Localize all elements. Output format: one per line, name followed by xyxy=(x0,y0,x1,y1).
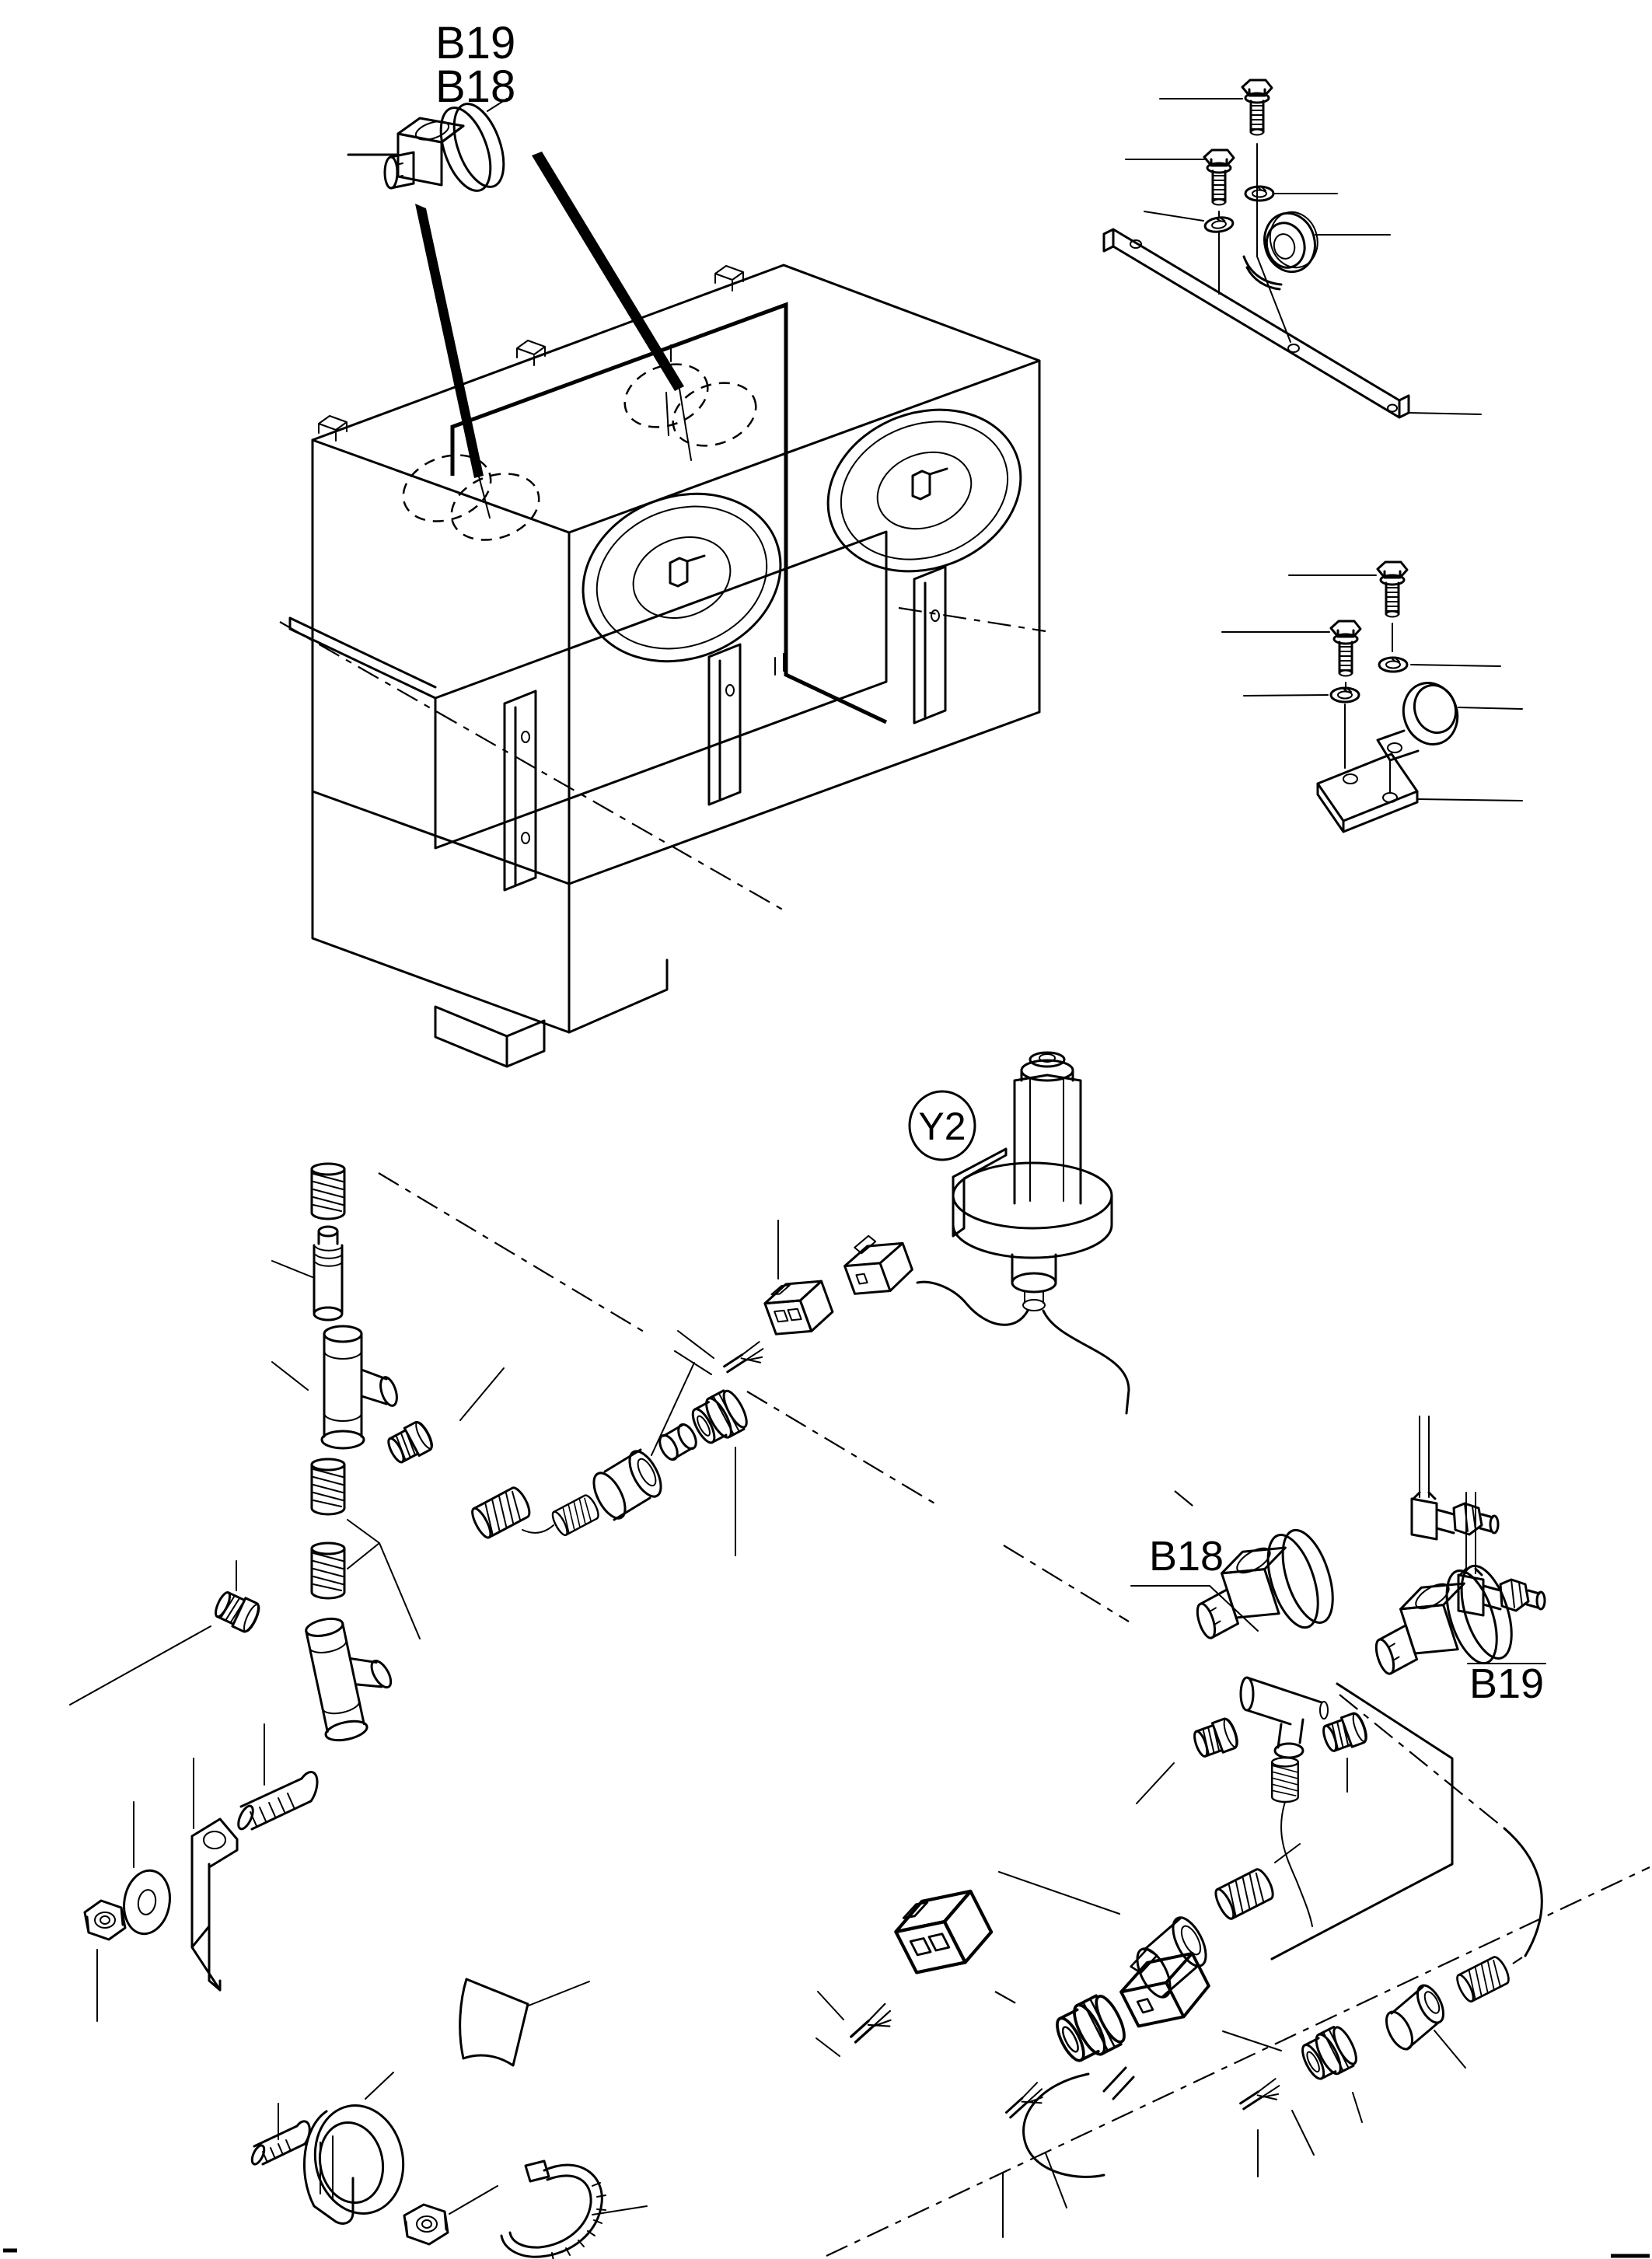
cable-gland xyxy=(1295,2021,1363,2086)
coil-spring xyxy=(1211,1866,1278,1922)
sleeve-fitting xyxy=(1385,1984,1466,2069)
threaded-plug xyxy=(1318,1709,1371,1756)
grommet-with-holder xyxy=(303,2072,405,2225)
arrow-right xyxy=(532,152,684,391)
label-right-b19: B19 xyxy=(1469,1660,1544,1707)
tank-front-face xyxy=(568,359,1041,885)
tee-nut-adapter xyxy=(1457,1491,1546,1617)
p-clamp-assembly xyxy=(1221,560,1523,833)
bracket-hardware-set xyxy=(83,1723,319,2022)
tank-base xyxy=(279,530,1046,1068)
threaded-plug xyxy=(1189,1715,1242,1761)
cable-gland xyxy=(1049,1989,1132,2069)
threaded-plug xyxy=(211,1587,264,1636)
lock-washer xyxy=(1378,656,1409,673)
harness-routing-outline xyxy=(1270,1682,1543,1964)
tank-hidden-ports xyxy=(402,363,757,541)
clamp-plate xyxy=(1316,752,1419,833)
p-clamp xyxy=(1376,682,1523,762)
hex-bolt xyxy=(1241,79,1273,136)
tee-fitting-horizontal xyxy=(1239,1676,1329,1759)
sleeve-fitting xyxy=(592,1362,695,1521)
tank-lug xyxy=(516,340,546,366)
lock-washer xyxy=(1329,686,1360,704)
flat-washer xyxy=(123,1801,171,1936)
grommet-clamp-band xyxy=(1242,255,1283,291)
tee-fitting xyxy=(320,1325,401,1450)
wire-terminals xyxy=(1235,2077,1284,2111)
y2-solenoid-valve xyxy=(916,1051,1130,1415)
hex-nut xyxy=(83,1899,127,2022)
coil-spring xyxy=(549,1492,602,1538)
coil-spring xyxy=(310,1162,346,1220)
filter-cover-right xyxy=(826,408,1022,573)
small-fitting xyxy=(658,1423,697,1461)
baffle-panel xyxy=(450,302,888,724)
decal-sheet xyxy=(459,1978,590,2067)
hose-curve xyxy=(1280,1801,1313,1927)
page-corner-marks xyxy=(3,2248,1650,2258)
label-top-b19: B19 xyxy=(435,18,515,68)
mounting-bar xyxy=(1102,228,1410,419)
hex-nut xyxy=(403,2185,498,2246)
hex-bolt xyxy=(1376,560,1409,618)
z-bracket xyxy=(190,1758,239,1992)
small-screw xyxy=(250,2103,311,2166)
coil-spring xyxy=(310,1541,346,1600)
tee-fitting xyxy=(301,1606,406,1745)
tank-left-face xyxy=(311,438,571,885)
coil-spring xyxy=(1453,1953,1514,2005)
valve-flange xyxy=(952,1161,1113,1259)
mounting-bar-assembly xyxy=(1102,79,1482,419)
tank-legs xyxy=(503,565,947,892)
lock-washer xyxy=(1244,185,1275,202)
label-top-b18: B18 xyxy=(435,61,515,112)
valve-connector-pair xyxy=(674,1220,918,1375)
threaded-adapter xyxy=(383,1418,437,1468)
label-mid-b18: B18 xyxy=(1149,1533,1224,1580)
grommet-clamp-set xyxy=(250,2072,498,2246)
wire-loop xyxy=(1022,2072,1105,2178)
pressure-sensor-top-icon xyxy=(347,98,508,192)
sensor-b18-group xyxy=(1130,1415,1500,1660)
cable-tie xyxy=(500,2159,648,2259)
valve-cable xyxy=(916,1280,1029,1326)
breather-fitting xyxy=(271,1225,344,1322)
valve-bracket xyxy=(952,1147,1008,1238)
callout-labels: B19 B18 Y2 B18 B19 xyxy=(435,18,1544,1707)
tank-lug xyxy=(318,415,348,442)
locating-arrows xyxy=(415,152,692,518)
harness-centerline xyxy=(378,1172,1130,1622)
tee-nut-adapter xyxy=(1410,1415,1500,1541)
left-fitting-chain xyxy=(69,1162,753,1745)
wire-terminals xyxy=(719,1340,768,1374)
wire-terminals xyxy=(999,2080,1049,2120)
wire-terminals xyxy=(843,2002,897,2044)
sensor-b19-group xyxy=(1358,1491,1546,1696)
hex-bolt xyxy=(1203,148,1235,206)
coil-spring xyxy=(467,1484,535,1541)
coil-spring xyxy=(1270,1756,1300,1803)
tank-lug xyxy=(714,265,744,292)
rubber-grommet xyxy=(1256,205,1326,279)
filter-cover-left xyxy=(582,492,782,663)
cable-gland xyxy=(686,1385,753,1450)
hex-bolt xyxy=(1329,620,1362,677)
label-y2: Y2 xyxy=(918,1105,966,1148)
bottom-right-harness xyxy=(816,1843,1650,2257)
female-connector xyxy=(760,1271,838,1344)
hydraulic-tank xyxy=(279,264,1046,1068)
lock-washer xyxy=(1203,215,1235,235)
coil-spring xyxy=(310,1458,346,1516)
mid-right-fittings xyxy=(1136,1676,1371,1927)
y2-callout-circle xyxy=(908,1090,976,1161)
harness-centerline-2 xyxy=(826,1866,1650,2257)
male-connector xyxy=(836,1224,918,1304)
female-connector xyxy=(889,1880,998,1984)
threaded-stud xyxy=(237,1723,319,1831)
arrow-left xyxy=(415,204,484,478)
